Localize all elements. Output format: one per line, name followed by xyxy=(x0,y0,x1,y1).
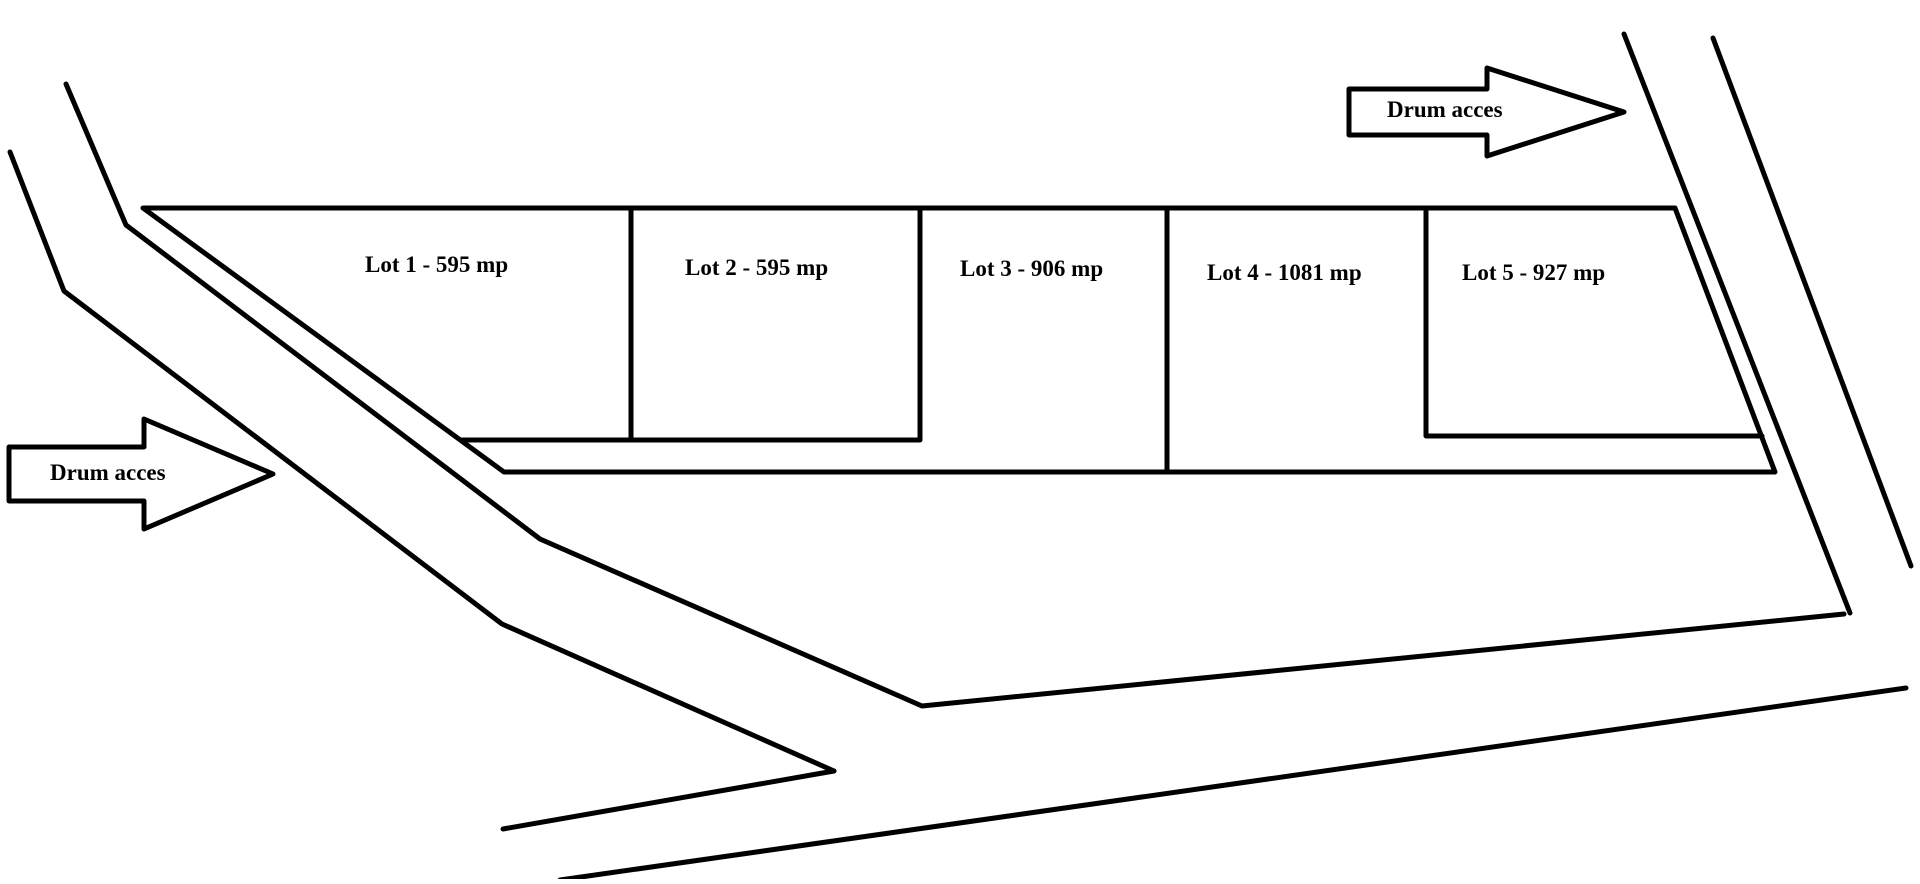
lot-1-2-rear-line xyxy=(459,205,923,443)
parcel xyxy=(140,205,1778,475)
lot-2-label: Lot 2 - 595 mp xyxy=(685,255,828,280)
arrow-right-icon xyxy=(6,416,276,532)
lot-1-label: Lot 1 - 595 mp xyxy=(365,252,508,277)
road-right-inner-edge xyxy=(1621,31,1853,616)
lot-3-label: Lot 3 - 906 mp xyxy=(960,256,1103,281)
lot-4-label: Lot 4 - 1081 mp xyxy=(1207,260,1362,285)
lot-labels: Lot 1 - 595 mp Lot 2 - 595 mp Lot 3 - 90… xyxy=(365,252,1605,285)
road-bottom-lower-edge xyxy=(500,768,837,832)
lot-5-label: Lot 5 - 927 mp xyxy=(1462,260,1605,285)
lot-5-rear-line xyxy=(1423,205,1765,439)
access-arrow-left: Drum acces xyxy=(6,416,276,532)
roads xyxy=(7,31,1914,883)
access-label-left: Drum acces xyxy=(50,460,166,485)
arrow-right-icon xyxy=(1346,65,1627,159)
road-left-inner-edge xyxy=(63,81,1847,709)
access-arrow-top-right: Drum acces xyxy=(1346,65,1627,159)
road-left-outer-edge xyxy=(7,149,837,774)
road-right-outer-edge xyxy=(1710,35,1914,569)
access-label-top-right: Drum acces xyxy=(1387,97,1503,122)
parcel-outline xyxy=(140,205,1778,475)
road-bottom-far-edge xyxy=(557,685,1909,883)
